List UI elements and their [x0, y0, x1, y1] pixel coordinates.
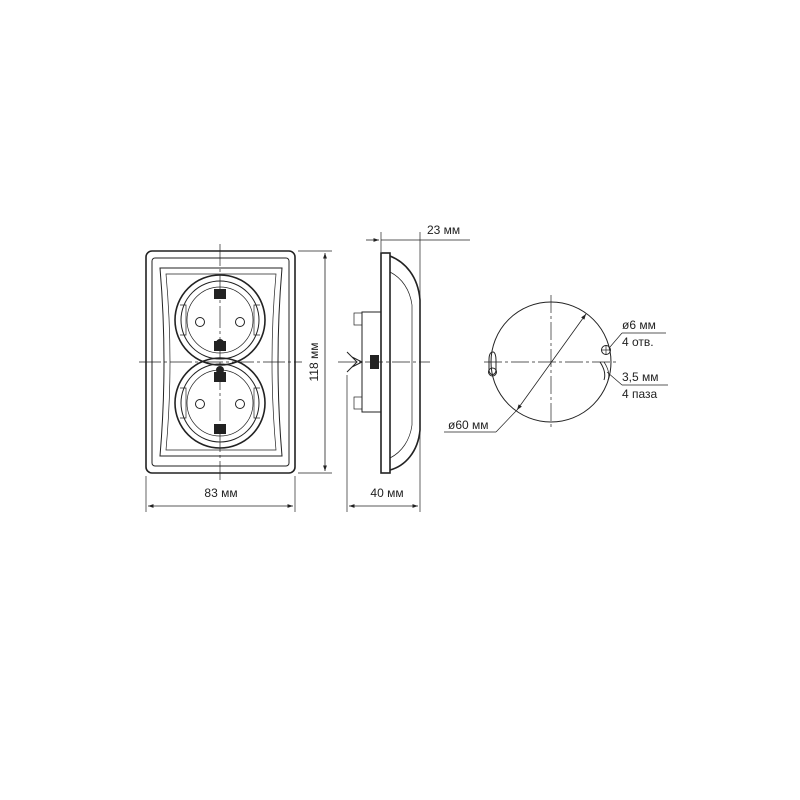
height-label: 118 мм	[307, 343, 321, 382]
slot-width-label: 3,5 мм	[622, 370, 659, 384]
diameter-label: ø60 мм	[448, 418, 489, 432]
center-plate	[159, 267, 283, 457]
protrusion-label: 23 мм	[427, 223, 460, 237]
keyhole-slot-left	[488, 351, 497, 375]
side-cover	[389, 255, 421, 471]
hole-diameter-label: ø6 мм	[622, 318, 656, 332]
mounting-view: ø60 мм ø6 мм 4 отв. 3,5 мм 4 паза	[444, 295, 668, 433]
diameter-dimension-line	[516, 313, 587, 411]
center-plate-inner	[165, 273, 277, 451]
mounting-slot	[599, 361, 606, 381]
hole-count-label: 4 отв.	[622, 335, 654, 349]
width-label: 83 мм	[204, 486, 237, 500]
slot-count-label: 4 паза	[622, 387, 658, 401]
pin-hole-left	[195, 317, 205, 327]
front-view: 83 мм 118 мм	[139, 244, 332, 512]
pin-hole-right	[235, 317, 245, 327]
pin-hole-left	[195, 399, 205, 409]
ground-clip-bottom	[214, 424, 226, 434]
pin-hole-right	[235, 399, 245, 409]
side-faceplate	[380, 252, 391, 474]
side-view: 23 мм 40 мм	[338, 223, 470, 512]
depth-label: 40 мм	[370, 486, 403, 500]
